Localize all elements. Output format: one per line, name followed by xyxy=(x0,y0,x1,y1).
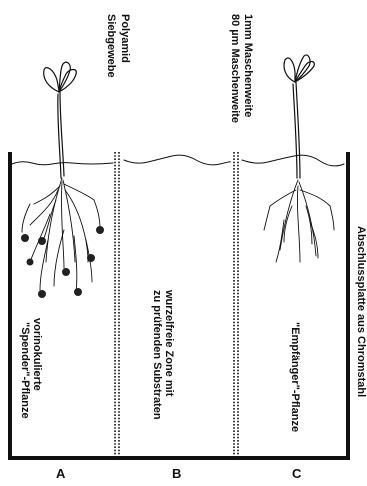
mesh-1mm-label: 1mm Maschenweite xyxy=(242,14,254,117)
compartment-b-text-line2: zu prüfenden Substraten xyxy=(151,290,163,420)
svg-text:Abschlussplatte aus Chromstahl: Abschlussplatte aus Chromstahl xyxy=(355,226,367,397)
svg-text:80 µm Maschenweite: 80 µm Maschenweite xyxy=(229,14,241,123)
bottom-wall xyxy=(8,456,350,460)
svg-text:1mm Maschenweite: 1mm Maschenweite xyxy=(242,14,254,117)
receiver-shoot xyxy=(284,55,314,178)
svg-text:Siebgewebe: Siebgewebe xyxy=(105,14,117,78)
left-wall xyxy=(8,152,12,460)
svg-text:Polyamid: Polyamid xyxy=(119,14,131,63)
svg-text:zu prüfenden Substraten: zu prüfenden Substraten xyxy=(151,290,163,420)
donor-roots xyxy=(22,178,100,292)
mesh-wall-1 xyxy=(115,152,119,460)
abschlussplatte-label: Abschlussplatte aus Chromstahl xyxy=(355,226,367,397)
soil-surface-b xyxy=(124,155,230,165)
donor-shoot xyxy=(44,62,77,178)
compartment-a-text-line2: "Spender"-Pflanze xyxy=(19,322,31,419)
mesh-wall-2 xyxy=(234,152,238,460)
polyamid-label: Polyamid xyxy=(119,14,131,63)
donor-plant xyxy=(21,62,104,298)
compartment-label-a: A xyxy=(56,466,66,481)
compartment-c-text-line1: "Empfänger"-Pflanze xyxy=(289,322,301,432)
soil-surface-c xyxy=(242,155,344,166)
mesh-80um-label: 80 µm Maschenweite xyxy=(229,14,241,123)
compartment-label-c: C xyxy=(292,466,302,481)
compartment-label-b: B xyxy=(172,466,181,481)
soil-surface-a xyxy=(12,162,113,165)
compartment-a-text-line1: vorinokulierte xyxy=(31,318,43,391)
receiver-roots xyxy=(264,180,334,262)
svg-text:"Spender"-Pflanze: "Spender"-Pflanze xyxy=(19,322,31,419)
right-wall-plate xyxy=(346,152,350,460)
compartment-b-text-line1: wurzelfreie Zone mit xyxy=(163,289,175,397)
svg-text:"Empfänger"-Pflanze: "Empfänger"-Pflanze xyxy=(289,322,301,432)
svg-text:wurzelfreie Zone mit: wurzelfreie Zone mit xyxy=(163,289,175,397)
receiver-plant xyxy=(264,55,334,262)
siebgewebe-label: Siebgewebe xyxy=(105,14,117,78)
svg-text:vorinokulierte: vorinokulierte xyxy=(31,318,43,391)
